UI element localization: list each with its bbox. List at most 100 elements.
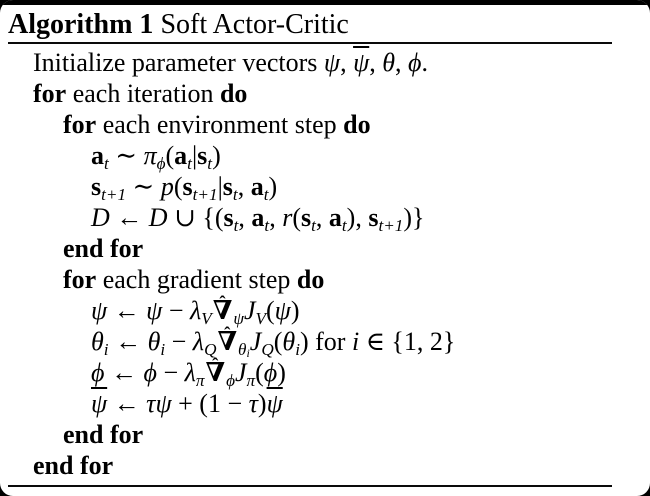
- code-segment: ∈ {1, 2}: [359, 327, 456, 356]
- code-segment: t+1: [192, 184, 218, 204]
- algorithm-line: Initialize parameter vectors ψ, ψ, θ, ϕ.: [0, 47, 650, 78]
- code-segment: s: [300, 203, 312, 232]
- code-segment: for: [63, 265, 97, 294]
- code-segment: Initialize parameter vectors: [33, 48, 324, 77]
- algorithm-body: Initialize parameter vectors ψ, ψ, θ, ϕ.…: [0, 44, 650, 481]
- code-segment: D: [91, 203, 110, 232]
- code-segment: s: [368, 203, 379, 232]
- bottom-rule: [8, 485, 612, 487]
- code-segment: J: [249, 327, 262, 356]
- code-segment: s: [91, 172, 102, 201]
- algorithm-line: st+1 ∼ p(st+1|st, at): [0, 171, 650, 204]
- code-segment: )}: [403, 203, 425, 232]
- code-segment: t: [263, 184, 269, 204]
- code-segment: each gradient step: [96, 265, 297, 294]
- algorithm-line: ψ ← ψ − λV∇ψJV(ψ): [0, 295, 650, 328]
- code-segment: ψ: [91, 389, 108, 418]
- algorithm-name: Soft Actor-Critic: [153, 9, 349, 40]
- code-segment: θ: [238, 339, 247, 359]
- code-segment: do: [296, 265, 325, 294]
- code-segment: π: [143, 141, 157, 170]
- code-segment: s: [182, 172, 193, 201]
- code-segment: Q: [261, 339, 274, 359]
- code-segment: ): [268, 172, 278, 201]
- algorithm-line: ψ ← τψ + (1 − τ)ψ: [0, 388, 650, 419]
- code-segment: V: [255, 308, 266, 328]
- code-segment: end for: [63, 420, 144, 449]
- code-segment: (: [292, 203, 301, 232]
- code-segment: ,: [269, 203, 283, 232]
- code-segment: i: [295, 339, 300, 359]
- algorithm-line: for each gradient step do: [0, 264, 650, 295]
- code-segment: ←: [107, 389, 147, 418]
- code-segment: end for: [33, 451, 114, 480]
- code-segment: ϕ: [91, 358, 105, 387]
- code-segment: θ: [147, 327, 161, 356]
- code-segment: θ: [91, 327, 104, 356]
- code-segment: θ: [382, 48, 395, 77]
- code-segment: ,: [237, 172, 251, 201]
- code-segment: s: [223, 203, 234, 232]
- algorithm-title: Algorithm 1 Soft Actor-Critic: [0, 5, 650, 42]
- code-segment: ∼: [126, 172, 161, 201]
- code-segment: ψ: [233, 308, 244, 328]
- code-segment: π: [246, 370, 256, 390]
- code-segment: ϕ: [226, 370, 235, 390]
- code-segment: a: [91, 141, 104, 170]
- code-segment: |: [191, 141, 198, 170]
- code-segment: ∼: [108, 141, 144, 170]
- algorithm-line: end for: [0, 233, 650, 264]
- code-segment: ψ: [323, 48, 341, 77]
- code-segment: t: [264, 215, 270, 235]
- code-segment: t: [207, 153, 213, 173]
- algorithm-line: end for: [0, 419, 650, 450]
- code-segment: a: [174, 141, 188, 170]
- algorithm-line: end for: [0, 450, 650, 481]
- code-segment: (: [165, 141, 175, 170]
- algorithm-line: for each environment step do: [0, 109, 650, 140]
- nabla-hat-symbol: ∇: [217, 326, 237, 357]
- code-segment: t: [311, 215, 316, 235]
- code-segment: ←: [107, 296, 147, 325]
- algorithm-line: θi ← θi − λQ∇θiJQ(θi) for i ∈ {1, 2}: [0, 326, 650, 360]
- code-segment: ),: [346, 203, 369, 232]
- code-segment: D: [148, 203, 168, 232]
- code-segment: ) for: [299, 327, 352, 356]
- code-segment: θ: [282, 327, 296, 356]
- code-segment: τ: [248, 389, 258, 418]
- code-segment: λ: [184, 358, 196, 387]
- code-segment: do: [219, 79, 248, 108]
- code-segment: J: [243, 296, 256, 325]
- code-segment: s: [222, 172, 233, 201]
- code-segment: ,: [315, 203, 329, 232]
- code-segment: ): [290, 296, 300, 325]
- code-segment: (: [273, 327, 283, 356]
- code-segment: V: [201, 308, 212, 328]
- code-segment: i: [160, 339, 166, 359]
- code-segment: + (1 −: [171, 389, 249, 418]
- code-segment: for: [33, 79, 67, 108]
- code-segment: s: [197, 141, 208, 170]
- code-segment: t+1: [378, 215, 404, 235]
- code-segment: (: [255, 358, 264, 387]
- code-segment: t: [104, 153, 109, 173]
- code-segment: τ: [146, 389, 156, 418]
- nabla-hat-symbol: ∇: [205, 357, 225, 388]
- title-rule: [8, 42, 612, 44]
- algorithm-label: Algorithm 1: [8, 9, 154, 40]
- code-segment: ψ: [146, 296, 163, 325]
- code-segment: ϕ: [263, 358, 278, 387]
- top-rule: [0, 0, 650, 5]
- code-segment: ,: [238, 203, 252, 232]
- code-segment: ,: [340, 48, 354, 77]
- code-segment: end for: [63, 234, 144, 263]
- code-segment: each environment step: [96, 110, 344, 139]
- code-segment: ←: [104, 358, 144, 387]
- code-segment: (: [173, 172, 183, 201]
- code-segment: ): [277, 358, 286, 387]
- code-segment: t: [232, 184, 238, 204]
- algorithm-line: D ← D ∪ {(st, at, r(st, at), st+1)}: [0, 202, 650, 235]
- code-segment: ϕ: [156, 153, 166, 173]
- code-segment: λ: [192, 327, 205, 356]
